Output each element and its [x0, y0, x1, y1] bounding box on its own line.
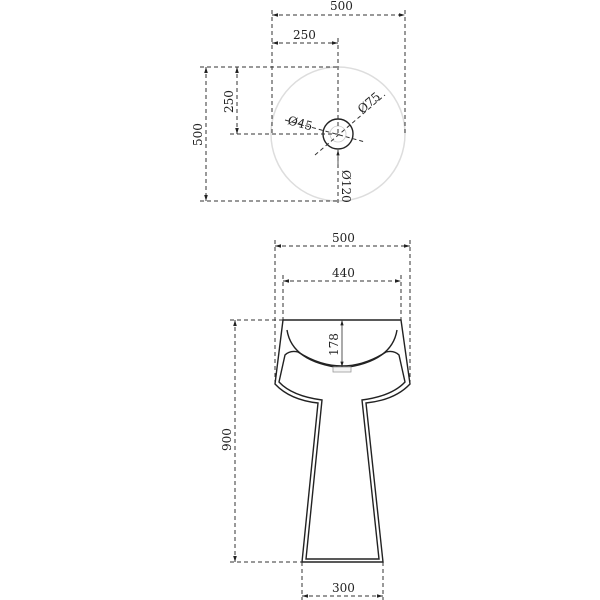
drain-diameter-label: Ø45	[286, 113, 314, 133]
outer-width-label: 500	[332, 231, 355, 245]
pedestal-inner-outline	[278, 350, 406, 560]
top-view: 500 250 500 250 Ø45 Ø75 Ø120	[191, 0, 406, 205]
width-label: 500	[330, 0, 353, 13]
base-width-label: 300	[332, 581, 355, 595]
drain-outer-diameter-label: Ø75	[355, 89, 383, 116]
pedestal-outer-outline	[274, 319, 411, 563]
depth-label: 500	[191, 123, 205, 146]
drain-outlet	[332, 366, 352, 373]
half-depth-label: 250	[222, 90, 236, 113]
half-width-label: 250	[293, 28, 316, 42]
basin-depth-label: 178	[327, 333, 341, 356]
height-label: 900	[220, 428, 234, 451]
rim-width-label: 440	[332, 266, 355, 280]
bowl-diameter-label: Ø120	[339, 170, 353, 203]
front-view: 500 440 900 300 178	[220, 231, 411, 600]
